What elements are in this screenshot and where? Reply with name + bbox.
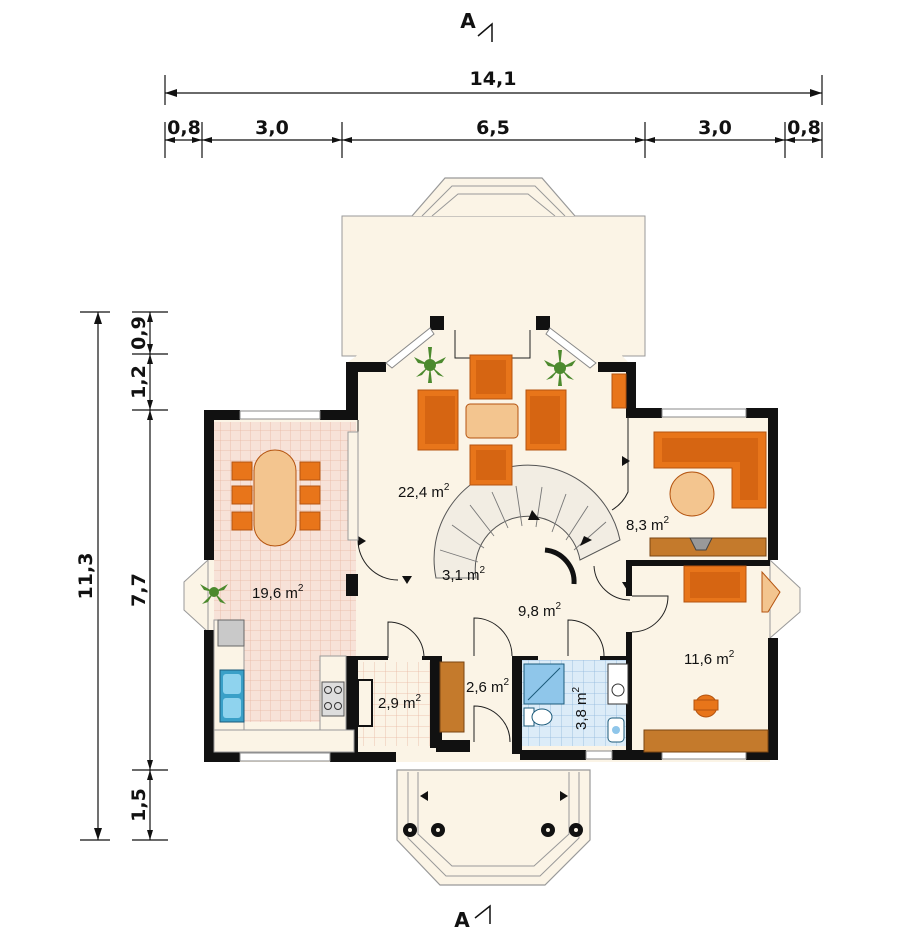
plant-icon: [200, 584, 228, 604]
room-area-kitchen: 19,6 m2: [252, 583, 304, 602]
entry-porch: [396, 769, 591, 886]
room-area-hall: 9,8 m2: [518, 601, 562, 620]
door-arrow: [402, 576, 412, 584]
shower-icon: [523, 663, 565, 705]
room-area-stair-hall: 3,1 m2: [442, 565, 486, 584]
overall-width-label: 14,1: [470, 68, 517, 90]
height-segment-label: 1,2: [128, 365, 150, 399]
width-segment-label: 0,8: [787, 117, 821, 139]
room-area-bedroom: 11,6 m2: [684, 649, 735, 668]
overall-height-label: 11,3: [75, 553, 97, 600]
bedroom-furniture: [643, 565, 781, 753]
height-segment-label: 7,7: [128, 573, 150, 607]
washbasin-icon: [607, 717, 625, 743]
dimension-arrows: [94, 89, 822, 840]
width-segment-label: 0,8: [167, 117, 201, 139]
fridge-icon: [217, 619, 245, 647]
stove-icon: [321, 681, 345, 717]
svg-text:A: A: [460, 9, 476, 33]
height-segment-label: 0,9: [128, 316, 150, 350]
windows: [239, 327, 747, 762]
width-segment-label: 6,5: [476, 117, 510, 139]
pantry-shelf: [357, 679, 373, 727]
dining-set: [231, 449, 321, 547]
room-area-bathroom: 3,8 m2: [571, 686, 590, 730]
living-furniture: [417, 354, 627, 486]
section-marker-top: A: [460, 9, 493, 42]
plant-icon: [414, 347, 446, 383]
room-area-living: 22,4 m2: [398, 482, 450, 501]
door-arrow: [358, 536, 366, 546]
washing-machine-icon: [607, 663, 629, 705]
door-arrow: [622, 582, 632, 590]
staircase: [433, 464, 621, 585]
plant-icon: [544, 350, 576, 386]
room-area-study: 8,3 m2: [626, 515, 670, 534]
study-furniture: [649, 431, 767, 557]
wardrobe: [439, 661, 465, 733]
height-segment-label: 1,5: [128, 788, 150, 822]
toilet-icon: [523, 707, 553, 727]
door-arrow: [622, 456, 630, 466]
walls: [204, 316, 778, 762]
width-segment-label: 3,0: [698, 117, 732, 139]
svg-text:A: A: [454, 908, 470, 932]
width-segment-label: 3,0: [255, 117, 289, 139]
section-marker-bottom: A: [454, 904, 491, 932]
room-area-vestibule: 2,6 m2: [466, 677, 510, 696]
room-area-pantry: 2,9 m2: [378, 693, 422, 712]
sink-icon: [219, 669, 245, 723]
